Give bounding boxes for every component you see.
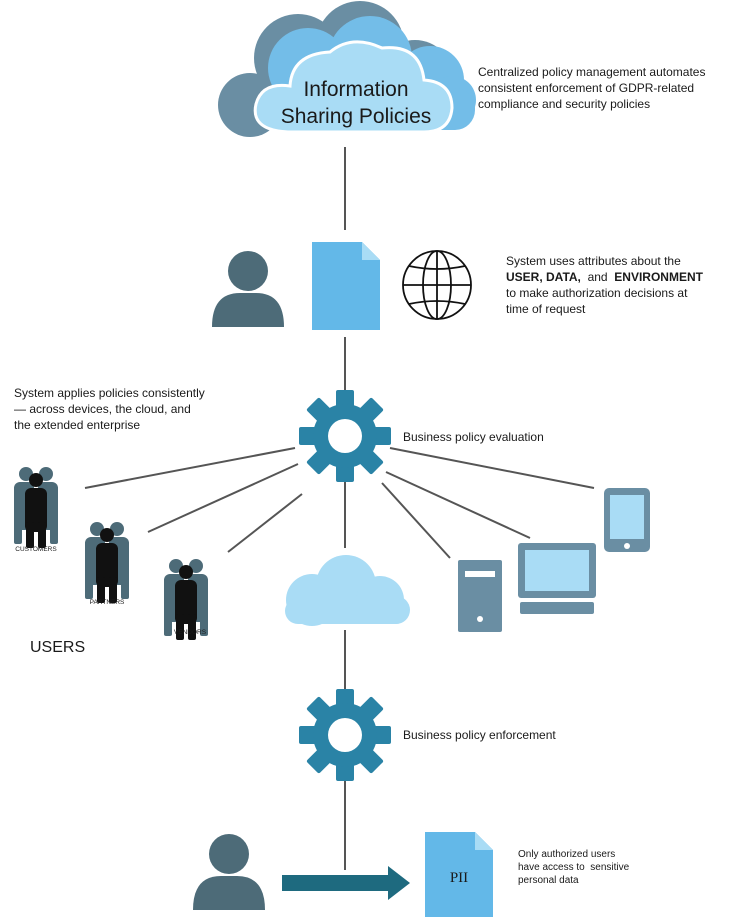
- line-to-server: [381, 482, 451, 559]
- customers-group-icon: [14, 467, 58, 548]
- pii-label: PII: [450, 870, 468, 886]
- authorized-line1: Only authorized users: [518, 849, 615, 860]
- line-to-vendors: [227, 493, 303, 553]
- cloud-icon: [285, 555, 410, 626]
- attributes-line3: to make authorization decisions at: [506, 286, 688, 300]
- partners-group-icon: [85, 522, 129, 603]
- authorized-user-icon: [193, 834, 265, 910]
- applies-line2: — across devices, the cloud, and: [14, 402, 191, 416]
- cloud-title-line1: Information: [303, 78, 408, 101]
- enforcement-gear-icon: [299, 689, 391, 781]
- partners-label: PARTNERS: [90, 599, 125, 606]
- access-arrow-icon: [282, 866, 410, 900]
- policy-cloud: Information Sharing Policies: [218, 1, 476, 137]
- tablet-icon: [604, 488, 650, 552]
- users-label: USERS: [30, 639, 85, 656]
- line-to-monitor: [385, 471, 531, 539]
- vendors-group-icon: [164, 559, 208, 640]
- applies-line3: the extended enterprise: [14, 418, 140, 432]
- attributes-description: System uses attributes about the USER, D…: [506, 254, 706, 316]
- authorized-description: Only authorized users have access to sen…: [518, 849, 632, 886]
- cloud-description-line3: compliance and security policies: [478, 97, 650, 111]
- enforcement-label: Business policy enforcement: [403, 728, 556, 742]
- cloud-front-layer: [253, 40, 454, 134]
- customers-label: CUSTOMERS: [15, 546, 57, 553]
- cloud-title-line2: Sharing Policies: [281, 105, 432, 128]
- attributes-bold-user: USER, DATA,: [506, 270, 581, 284]
- cloud-description-line2: consistent enforcement of GDPR-related: [478, 81, 694, 95]
- line-to-customers: [84, 447, 296, 489]
- evaluation-gear-icon: [299, 390, 391, 482]
- vendors-label: VENDORS: [174, 629, 207, 636]
- applies-description: System applies policies consistently — a…: [14, 386, 208, 432]
- globe-icon: [402, 250, 472, 320]
- evaluation-label: Business policy evaluation: [403, 430, 544, 444]
- document-icon: [312, 242, 380, 330]
- user-icon: [212, 251, 284, 327]
- server-icon: [458, 560, 502, 632]
- applies-line1: System applies policies consistently: [14, 386, 205, 400]
- authorized-line2: have access to sensitive: [518, 862, 630, 873]
- line-to-partners: [147, 463, 299, 533]
- attributes-line1: System uses attributes about the: [506, 254, 681, 268]
- attributes-bold-environment: ENVIRONMENT: [614, 270, 703, 284]
- attributes-line4: time of request: [506, 302, 586, 316]
- cloud-description-line1: Centralized policy management automates: [478, 65, 705, 79]
- line-to-tablet: [389, 447, 595, 489]
- monitor-icon: [518, 543, 596, 614]
- connector-lines: [84, 147, 595, 870]
- attributes-and: and: [584, 270, 611, 284]
- authorized-line3: personal data: [518, 875, 579, 886]
- cloud-description: Centralized policy management automates …: [478, 65, 709, 111]
- pii-document-icon: [425, 832, 493, 917]
